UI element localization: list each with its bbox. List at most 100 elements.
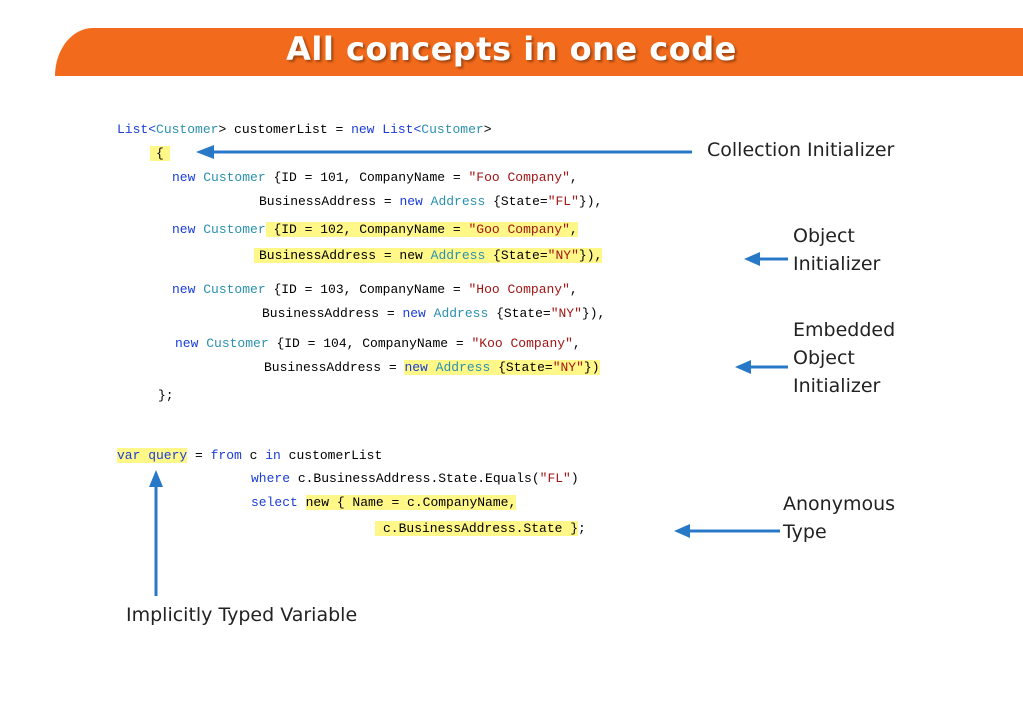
code-token: new [172,222,196,237]
label-line: Collection Initializer [707,139,895,161]
code-token: in [265,448,281,463]
label-line: Embedded [793,319,896,341]
code-token: new { Name = c.CompanyName, [305,495,517,510]
code-token: new [175,336,199,351]
code-token: {State= [488,306,551,321]
arrowhead-icon [744,252,760,266]
code-token: }; [158,388,174,403]
code-token: BusinessAddress = [264,360,405,375]
code-line-8: BusinessAddress = new Address {State="NY… [262,306,605,322]
code-token: c [241,448,266,463]
code-line-14: select new { Name = c.CompanyName, [251,495,517,511]
code-line-10: BusinessAddress = new Address {State="NY… [264,360,600,376]
code-token: customerList [280,448,383,463]
code-token: "Goo Company" [468,222,570,237]
label-implicitly-typed-variable: Implicitly Typed Variable [126,601,357,629]
code-token: Customer [206,336,269,351]
label-line: Anonymous [783,493,896,515]
code-line-6: BusinessAddress = new Address {State="NY… [254,248,603,264]
label-line: Implicitly Typed Variable [126,604,358,626]
code-token: "Foo Company" [468,170,570,185]
code-token: where [251,471,291,486]
arrowhead-icon [149,470,163,487]
code-line-3: new Customer {ID = 101, CompanyName = "F… [172,170,578,186]
code-token: "NY" [552,360,584,375]
code-line-5: new Customer {ID = 102, CompanyName = "G… [172,222,578,238]
code-token: c.BusinessAddress.State } [375,521,579,536]
label-line: Initializer [793,253,881,275]
code-token: }), [578,248,603,263]
code-token: Customer [203,282,266,297]
code-token: "FL" [539,471,571,486]
code-token: > customerList = [218,122,352,137]
code-line-1: List<Customer> customerList = new List<C… [117,122,492,138]
code-token: BusinessAddress = [262,306,403,321]
code-token: {State= [490,360,553,375]
code-token: {State= [485,248,548,263]
code-line-13: where c.BusinessAddress.State.Equals("FL… [251,471,579,487]
code-token: select [251,495,298,510]
code-token: new [399,194,423,209]
code-token: }) [583,360,600,375]
label-line: Object [793,347,855,369]
code-token: c.BusinessAddress.State.Equals( [290,471,540,486]
code-token: List< [382,122,422,137]
code-token: new [172,170,196,185]
code-token: {ID = 101, CompanyName = [265,170,469,185]
label-line: Type [783,521,827,543]
code-line-12: var query = from c in customerList [117,448,382,464]
code-token: BusinessAddress = [259,194,400,209]
code-token: new [404,360,428,375]
code-token: {ID = 102, CompanyName = [265,222,469,237]
code-token: , [569,222,578,237]
code-token: new [402,306,426,321]
code-token: from [210,448,242,463]
label-collection-initializer: Collection Initializer [707,136,894,164]
code-token: , [572,336,581,351]
code-token: BusinessAddress = new [259,248,431,263]
code-line-9: new Customer {ID = 104, CompanyName = "K… [175,336,581,352]
code-token: List< [117,122,157,137]
code-token: Customer [421,122,484,137]
code-token: > [483,122,492,137]
code-token: = [187,448,211,463]
code-line-15: c.BusinessAddress.State }; [375,521,586,537]
code-token: Customer [203,222,266,237]
label-line: Object [793,225,855,247]
code-token: Address [433,306,489,321]
code-token: { [150,146,170,161]
code-token: Address [430,248,486,263]
title-banner [55,28,1023,76]
code-token: "Koo Company" [471,336,573,351]
arrowhead-icon [674,524,690,538]
slide-title: All concepts in one code [286,30,737,68]
arrowhead-icon [196,145,214,159]
code-token: "NY" [550,306,582,321]
code-highlight: BusinessAddress = new Address {State="NY… [254,248,603,263]
code-line-11: }; [158,388,174,404]
code-token: , [569,170,578,185]
code-token: Address [435,360,491,375]
code-token: }), [581,306,606,321]
code-token: var query [117,448,188,463]
code-highlight: new Address {State="NY"}) [404,360,600,375]
code-token: "FL" [547,194,579,209]
code-token: ; [578,521,586,536]
code-token: Address [430,194,486,209]
code-token: new [172,282,196,297]
code-token: new [351,122,375,137]
code-line-2: { [150,146,170,162]
code-token [298,495,306,510]
code-line-7: new Customer {ID = 103, CompanyName = "H… [172,282,578,298]
code-token: Customer [203,170,266,185]
code-token: Customer [156,122,219,137]
arrowhead-icon [735,360,751,374]
label-line: Initializer [793,375,881,397]
code-line-4: BusinessAddress = new Address {State="FL… [259,194,602,210]
code-token: , [569,282,578,297]
code-token: "NY" [547,248,579,263]
code-token: {State= [485,194,548,209]
